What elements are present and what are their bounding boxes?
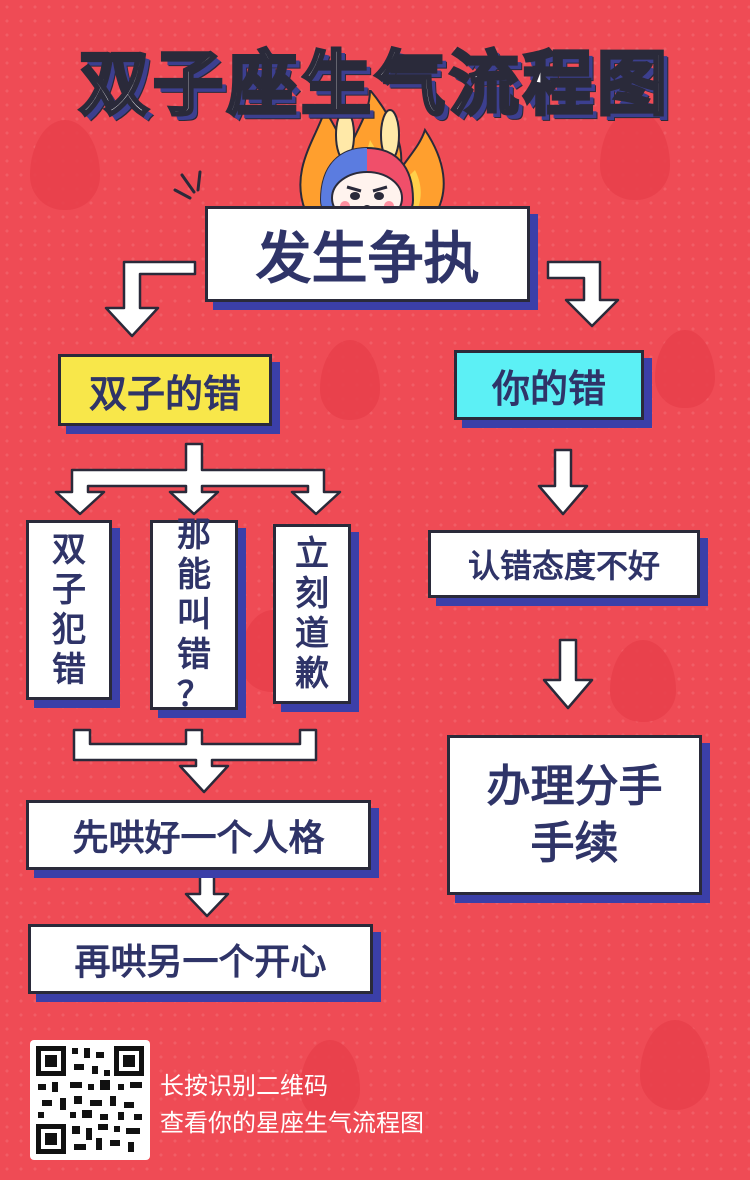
option-char: 错 (177, 635, 211, 676)
branch-label-your-fault: 你的错 (454, 350, 644, 420)
bg-flame (655, 330, 715, 408)
option-not-wrong: 那 能 叫 错 ？ (150, 515, 238, 715)
option-char: 道 (295, 614, 329, 654)
right-step-1: 认错态度不好 (428, 530, 700, 598)
footer-line-1: 长按识别二维码 (160, 1072, 328, 1100)
option-char: 子 (52, 569, 86, 610)
page-title: 双子座生气流程图 (78, 42, 671, 127)
option-apologize: 立 刻 道 歉 (273, 524, 351, 704)
start-node: 发生争执 (205, 206, 530, 302)
left-step-1: 先哄好一个人格 (26, 800, 371, 870)
left-step-2: 再哄另一个开心 (28, 924, 373, 994)
option-char: 那 (177, 514, 211, 555)
bg-flame (640, 1020, 710, 1110)
bg-flame (600, 110, 670, 200)
right-step-2: 办理分手手续 (447, 735, 702, 895)
option-char: 犯 (52, 610, 86, 650)
bg-flame (300, 1040, 360, 1120)
anger-lines-icon (173, 170, 202, 200)
branch-label-gemini-fault: 双子的错 (58, 354, 272, 426)
option-char: 歉 (295, 654, 329, 695)
qr-code-icon (30, 1040, 150, 1160)
option-char: ？ (177, 675, 211, 716)
footer-line-2: 查看你的星座生气流程图 (160, 1109, 424, 1137)
option-char: 能 (177, 554, 211, 595)
option-char: 刻 (295, 573, 329, 614)
bg-flame (610, 640, 676, 722)
option-gemini-wrong: 双 子 犯 错 (26, 520, 112, 700)
bg-flame (30, 120, 100, 210)
option-char: 双 (52, 529, 86, 570)
option-char: 错 (52, 650, 86, 691)
option-char: 叫 (177, 594, 211, 635)
bg-flame (320, 340, 380, 420)
option-char: 立 (295, 533, 329, 574)
angry-mascot-icon (299, 90, 445, 225)
